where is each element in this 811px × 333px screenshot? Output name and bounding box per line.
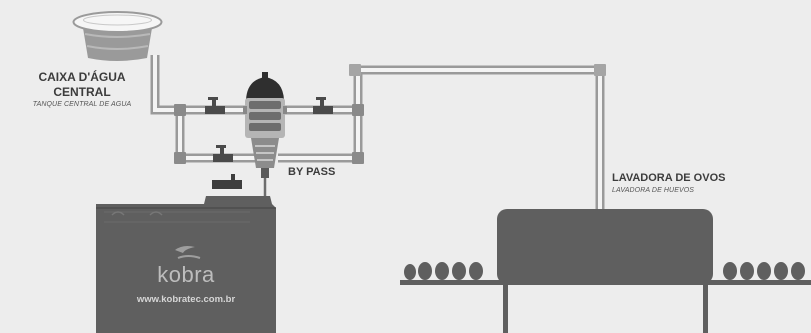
pipe-fittings — [174, 64, 606, 164]
dosing-pump — [243, 72, 287, 205]
egg-washer — [400, 209, 811, 333]
tank-title-line1: CAIXA D'ÁGUA — [38, 70, 126, 84]
eggs-right — [723, 262, 805, 280]
tank-subtitle: TANQUE CENTRAL DE AGUA — [32, 101, 132, 108]
water-tank — [72, 11, 163, 61]
valve-outlet — [313, 97, 333, 114]
valve-inlet — [205, 97, 225, 114]
tank-title-line2: CENTRAL — [53, 85, 111, 99]
kobra-url: www.kobratec.com.br — [136, 294, 236, 305]
washer-subtitle: LAVADORA DE HUEVOS — [612, 187, 695, 194]
eggs-left — [404, 262, 483, 280]
kobra-brand: kobra — [157, 262, 215, 287]
valve-bypass — [213, 145, 233, 162]
washer-title: LAVADORA DE OVOS — [612, 172, 726, 184]
kobra-tank — [96, 174, 276, 333]
bypass-label: BY PASS — [288, 166, 336, 178]
